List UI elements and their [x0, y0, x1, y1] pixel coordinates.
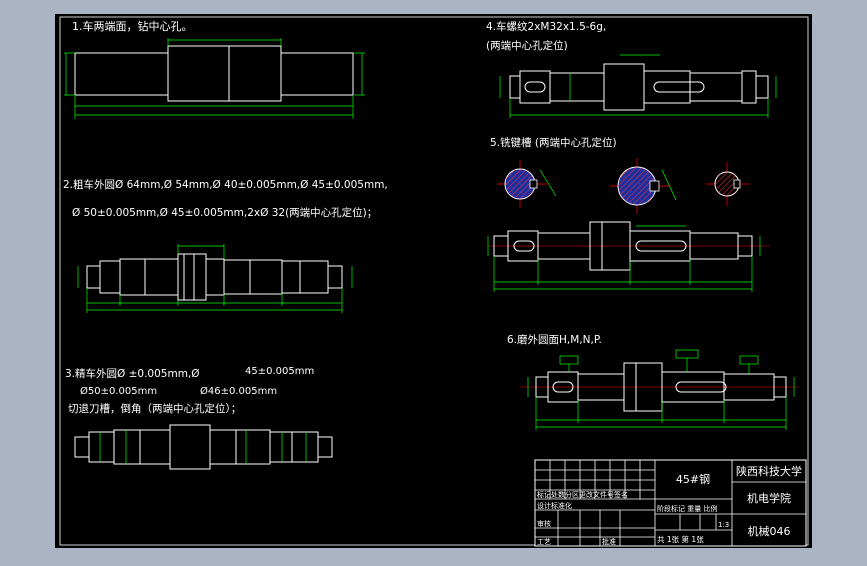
title-row-review: 审核 — [537, 519, 551, 528]
section-view-a — [497, 160, 557, 208]
step2-caption-line2: Ø 50±0.005mm,Ø 45±0.005mm,2xØ 32(两端中心孔定位… — [72, 206, 377, 219]
shaft-step2 — [86, 253, 343, 301]
title-row-revision: 标记处数分区更改文件号签名 — [537, 490, 628, 499]
section-view-c — [706, 162, 750, 206]
shaft-step1 — [74, 45, 354, 102]
title-college: 机电学院 — [747, 491, 791, 505]
shaft-step3 — [74, 424, 333, 470]
step3-caption-line1a: 3.精车外圆Ø ±0.005mm,Ø — [65, 367, 200, 380]
step5-caption: 5.铣键槽 (两端中心孔定位) — [490, 136, 617, 149]
dims-step1 — [64, 38, 365, 119]
title-row-process: 工艺 — [537, 538, 551, 546]
title-stage-labels: 阶段标记 重量 比例 — [657, 504, 717, 513]
title-sheet-count: 共 1张 第 1张 — [657, 534, 704, 544]
dims-step4 — [499, 54, 777, 118]
title-block: 45#钢 陕西科技大学 机电学院 机械046 标记处数分区更改文件号签名 设计标… — [534, 459, 807, 547]
section-view-b — [610, 158, 677, 214]
sheet-border — [59, 16, 809, 546]
title-scale: 1:3 — [718, 521, 729, 529]
dims-step6 — [527, 349, 795, 430]
title-drawing-number: 机械046 — [748, 524, 791, 538]
step3-caption-line3: 切退刀槽，倒角（两端中心孔定位）； — [68, 402, 241, 415]
step6-caption: 6.磨外圆面H,M,N,P. — [507, 334, 602, 346]
dims-step3 — [99, 430, 307, 464]
title-row-design: 设计标准化 — [537, 501, 572, 510]
shaft-step5 — [488, 221, 770, 271]
shaft-step4 — [509, 63, 769, 111]
title-row-approve: 批准 — [602, 537, 616, 546]
step3-caption-line2b: Ø46±0.005mm — [200, 385, 277, 397]
step3-caption-line1b: 45±0.005mm — [245, 366, 314, 377]
step4-caption-line2: (两端中心孔定位) — [486, 39, 568, 52]
shaft-step6 — [520, 362, 798, 412]
step3-caption-line2a: Ø50±0.005mm — [80, 385, 157, 397]
title-material: 45#钢 — [676, 473, 710, 486]
step2-caption-line1: 2.粗车外圆Ø 64mm,Ø 54mm,Ø 40±0.005mm,Ø 45±0.… — [63, 178, 388, 191]
title-university: 陕西科技大学 — [736, 464, 802, 478]
step4-caption-line1: 4.车螺纹2xM32x1.5-6g, — [486, 20, 606, 33]
step1-caption: 1.车两端面，钻中心孔。 — [72, 19, 193, 33]
dims-step2 — [77, 244, 353, 313]
dims-step5 — [487, 225, 761, 292]
